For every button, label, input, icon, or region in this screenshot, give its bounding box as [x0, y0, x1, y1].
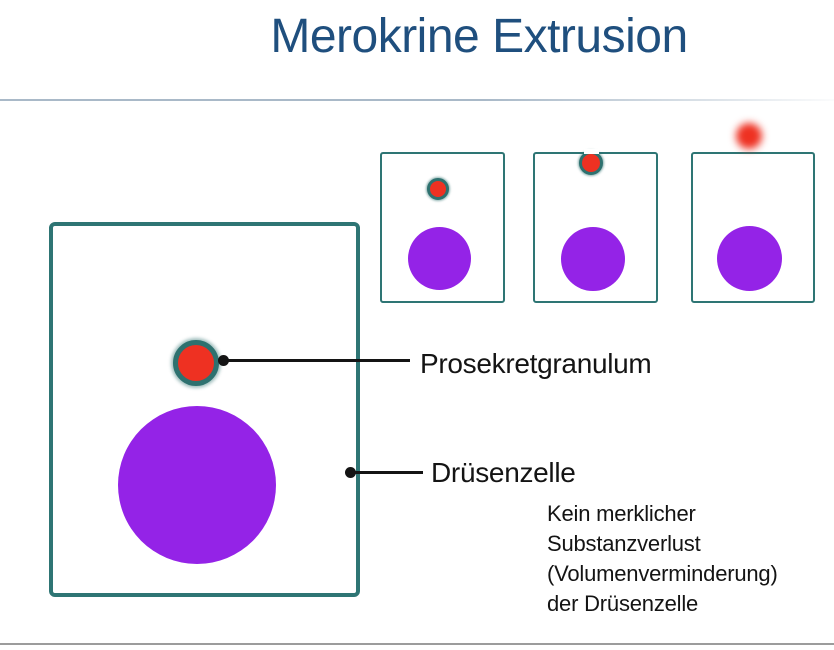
stage1-nucleus-icon — [408, 227, 471, 290]
main-nucleus-icon — [118, 406, 276, 564]
note-line: Kein merklicher — [547, 501, 696, 526]
main-granule-icon — [173, 340, 219, 386]
label-prosekretgranulum: Prosekretgranulum — [420, 348, 652, 379]
stage1-granule-icon — [427, 178, 449, 200]
stage3-nucleus-icon — [717, 226, 782, 291]
stage2-membrane-opening — [584, 149, 599, 154]
stage3-secreted-granule-icon — [736, 123, 762, 149]
label-druesenzelle: Drüsenzelle — [431, 457, 576, 488]
top-divider — [0, 99, 834, 101]
note-line: der Drüsenzelle — [547, 591, 699, 616]
slide-title: Merokrine Extrusion — [270, 10, 688, 63]
note-line: Substanzverlust — [547, 531, 701, 556]
stage2-granule-icon — [579, 151, 603, 175]
stage2-nucleus-icon — [561, 227, 625, 291]
granule-leader-line — [223, 359, 410, 362]
note-text: Kein merklicher Substanzverlust (Volumen… — [547, 499, 827, 619]
cell-leader-line — [350, 471, 423, 474]
bottom-divider — [0, 643, 834, 645]
note-line: (Volumenverminderung) — [547, 561, 778, 586]
